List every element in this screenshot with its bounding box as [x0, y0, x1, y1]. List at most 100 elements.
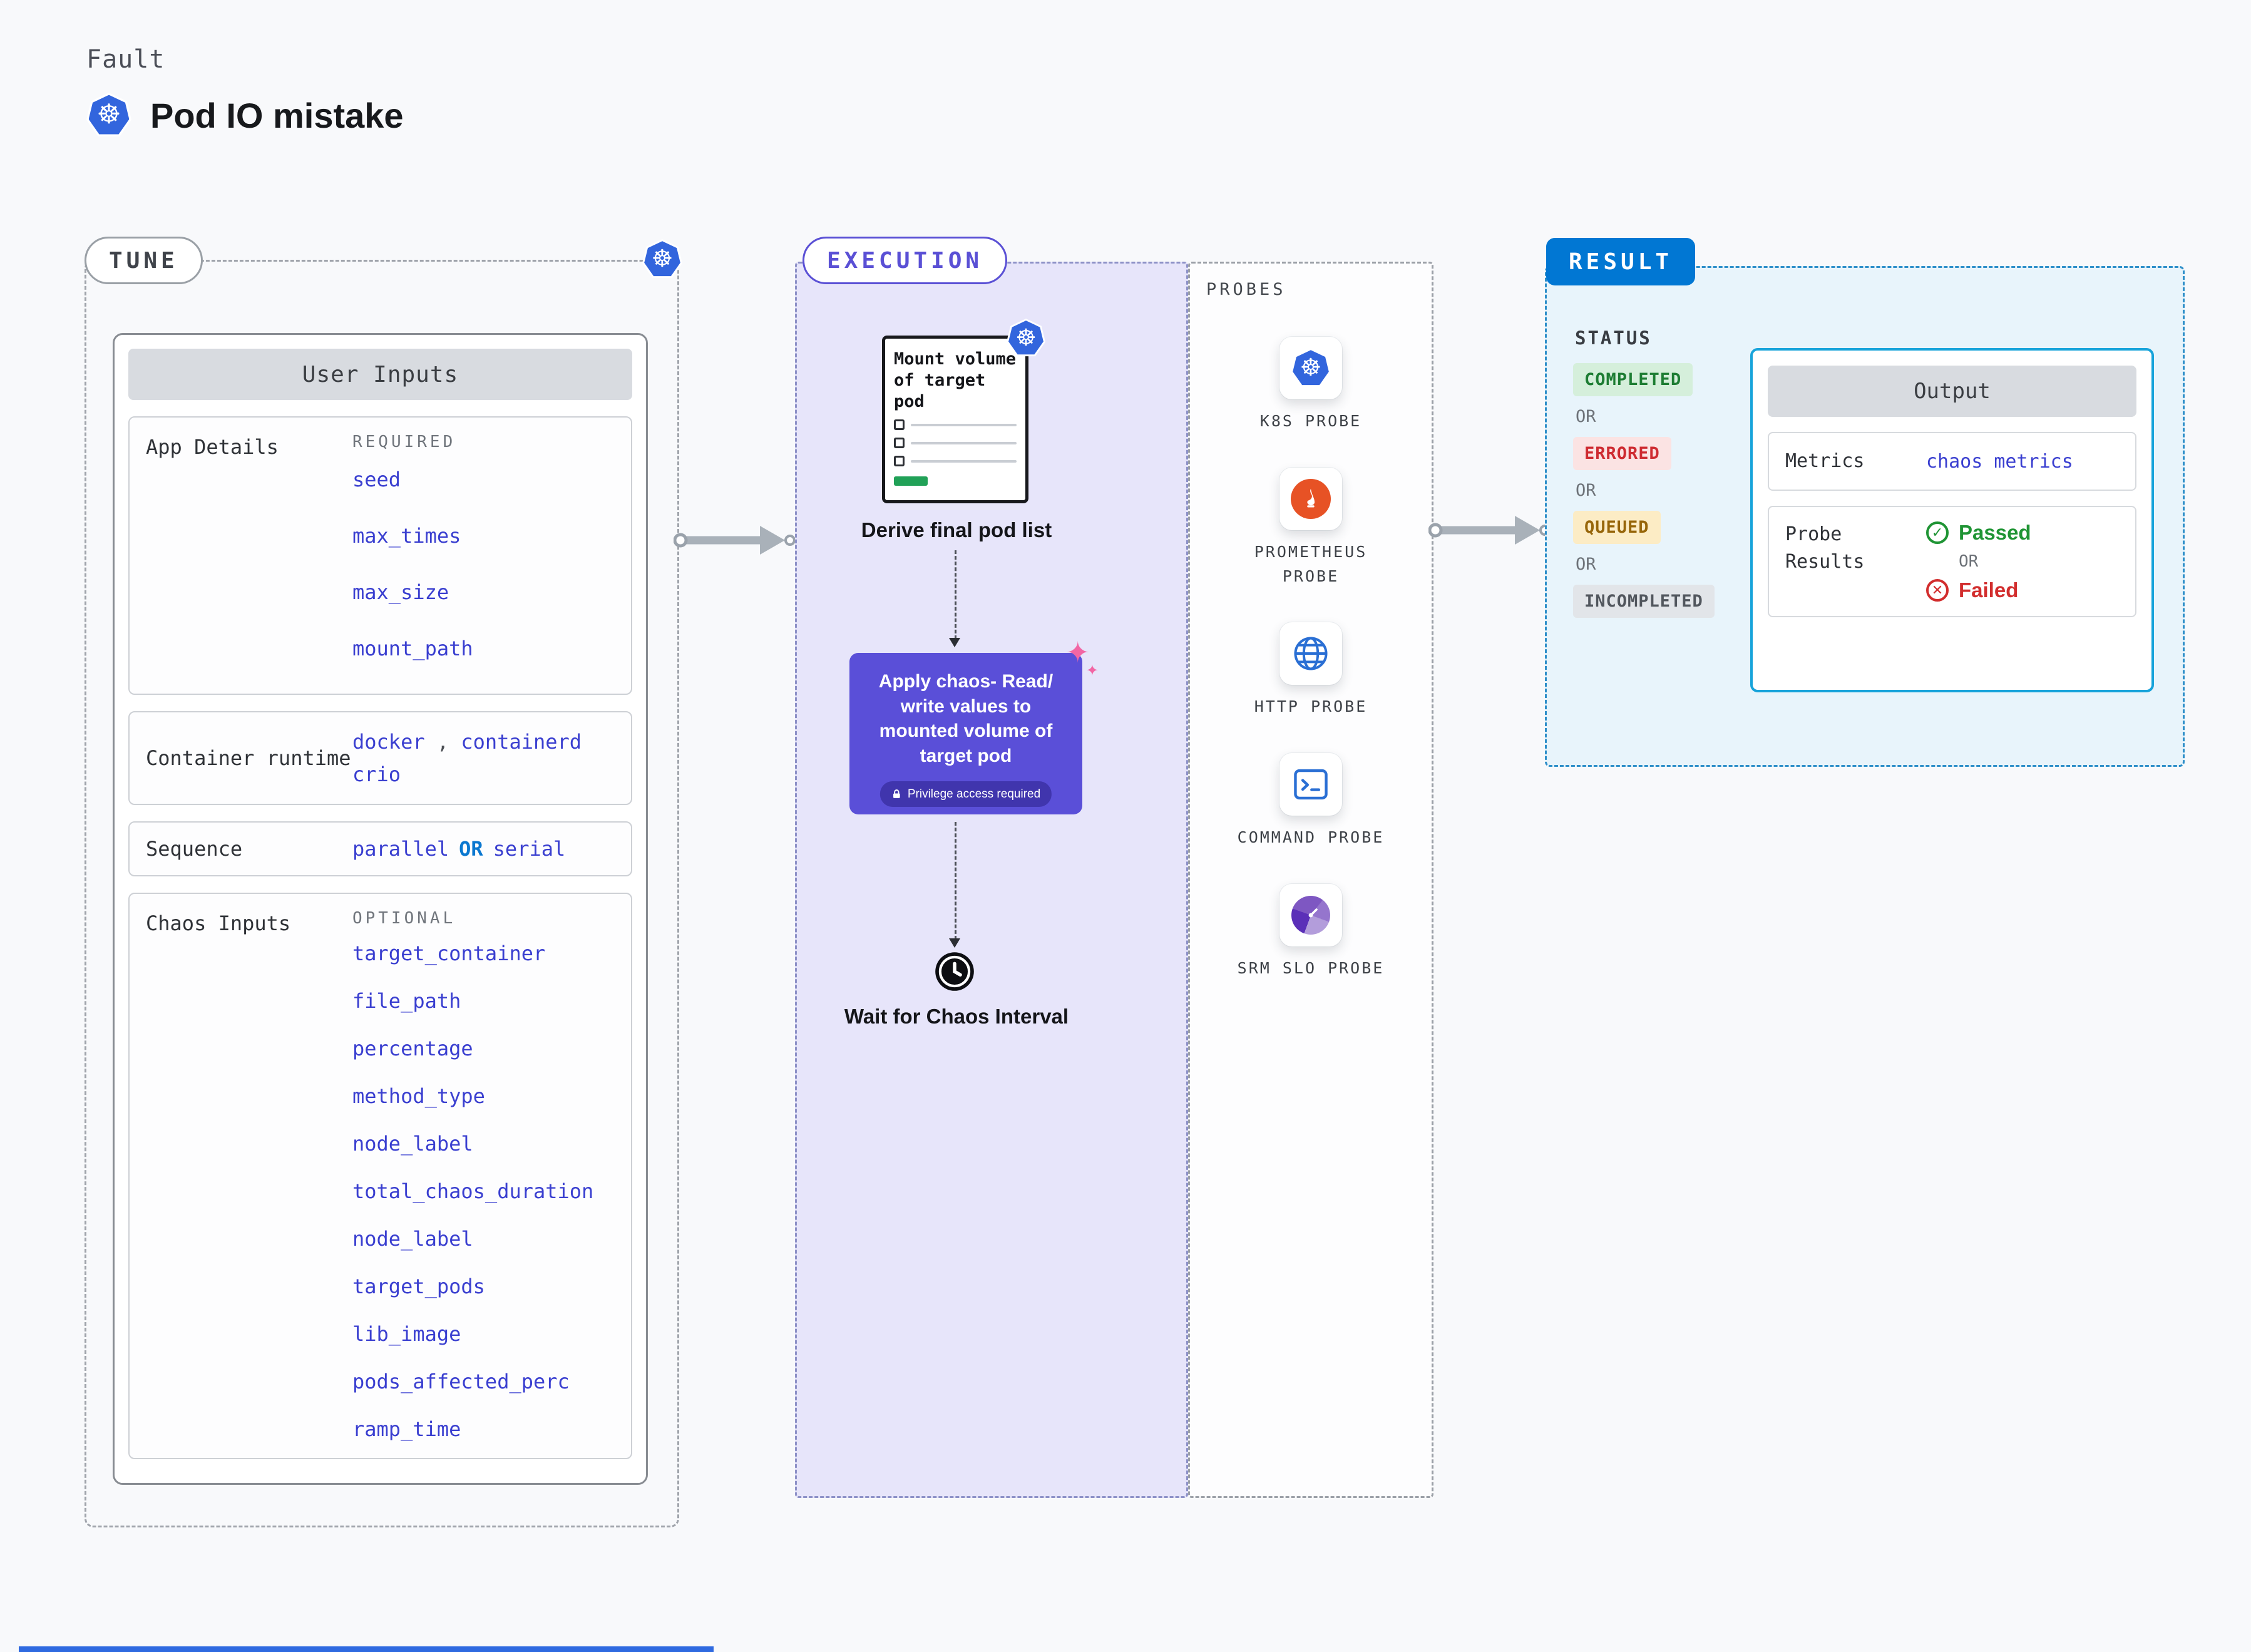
or-text: OR — [1576, 481, 1596, 500]
sequence-serial[interactable]: serial — [493, 837, 566, 861]
sequence-panel: Sequence parallel OR serial — [128, 821, 632, 876]
kubernetes-icon: ☸ — [86, 93, 131, 138]
container-runtime-panel: Container runtime docker , containerd cr… — [128, 711, 632, 805]
probes-panel: PROBES ☸ K8S PROBE PROMETHEUS PROBE — [1188, 262, 1433, 1498]
param-link-max-size[interactable]: max_size — [352, 580, 449, 604]
x-circle-icon: ✕ — [1926, 579, 1949, 602]
wait-chaos-interval-label: Wait for Chaos Interval — [844, 1005, 1069, 1028]
param-link-node-label[interactable]: node_label — [352, 1132, 473, 1156]
checklist-row — [894, 438, 1017, 449]
apply-chaos-card: Apply chaos- Read/ write values to mount… — [849, 638, 1099, 814]
probe-label: SRM SLO PROBE — [1237, 958, 1385, 977]
metrics-label: Metrics — [1785, 450, 1865, 473]
globe-icon — [1279, 622, 1342, 685]
user-inputs-card: User Inputs App Details REQUIRED seed ma… — [113, 333, 648, 1485]
clock-icon — [935, 952, 974, 991]
status-badge-queued: QUEUED — [1573, 511, 1661, 544]
param-link-lib-image[interactable]: lib_image — [352, 1322, 461, 1346]
or-text: OR — [1576, 407, 1596, 426]
optional-tag: OPTIONAL — [352, 909, 456, 928]
chaos-inputs-label: Chaos Inputs — [146, 911, 291, 935]
probe-label: K8S PROBE — [1259, 412, 1362, 430]
param-link-max-times[interactable]: max_times — [352, 524, 461, 548]
probe-item-command: COMMAND PROBE — [1238, 753, 1385, 850]
probe-item-http: HTTP PROBE — [1254, 622, 1368, 719]
probe-result-failed: ✕ Failed — [1926, 578, 2031, 602]
check-circle-icon: ✓ — [1926, 521, 1949, 544]
status-list: COMPLETED OR ERRORED OR QUEUED OR INCOMP… — [1573, 363, 1715, 618]
tune-section — [85, 260, 679, 1527]
result-badge: RESULT — [1546, 238, 1696, 285]
param-link-seed[interactable]: seed — [352, 468, 401, 491]
terminal-icon — [1279, 753, 1342, 816]
mount-volume-note: Mount volume of target pod ☸ — [882, 319, 1045, 503]
status-badge-completed: COMPLETED — [1573, 363, 1693, 396]
status-label: STATUS — [1575, 327, 1652, 349]
sequence-or: OR — [459, 837, 483, 861]
probe-result-passed: ✓ Passed — [1926, 521, 2031, 545]
metrics-row: Metrics chaos metrics — [1768, 432, 2136, 491]
probes-label: PROBES — [1206, 280, 1286, 299]
chaos-inputs-panel: Chaos Inputs OPTIONAL target_container f… — [128, 893, 632, 1459]
status-badge-incompleted: INCOMPLETED — [1573, 585, 1715, 618]
derive-pod-list-label: Derive final pod list — [861, 518, 1052, 541]
status-badge-errored: ERRORED — [1573, 437, 1671, 470]
output-card: Output Metrics chaos metrics Probe Resul… — [1750, 348, 2154, 692]
runtime-docker[interactable]: docker — [352, 730, 425, 754]
checklist-row — [894, 456, 1017, 467]
mount-volume-text: Mount volume of target pod — [894, 349, 1017, 411]
progress-bar — [894, 476, 928, 486]
prometheus-probe-icon — [1279, 467, 1342, 530]
param-link-target-pods[interactable]: target_pods — [352, 1275, 485, 1298]
flow-arrow-execution-to-result — [1428, 516, 1551, 545]
param-link-mount-path[interactable]: mount_path — [352, 637, 473, 660]
chaos-metrics-link[interactable]: chaos metrics — [1926, 450, 2073, 473]
sequence-label: Sequence — [146, 836, 243, 861]
checkbox-icon — [894, 438, 905, 449]
result-section: STATUS COMPLETED OR ERRORED OR QUEUED OR… — [1545, 266, 2185, 767]
param-link-node-label-2[interactable]: node_label — [352, 1227, 473, 1251]
probe-results-label: Probe Results — [1785, 523, 1865, 573]
param-link-file-path[interactable]: file_path — [352, 989, 461, 1013]
runtime-crio[interactable]: crio — [352, 762, 401, 786]
execution-section: Mount volume of target pod ☸ Derive fina… — [795, 262, 1188, 1498]
flow-arrow-tune-to-execution — [674, 526, 796, 555]
param-link-pods-affected-perc[interactable]: pods_affected_perc — [352, 1370, 570, 1393]
param-link-target-container[interactable]: target_container — [352, 941, 546, 965]
arrow-down-icon — [949, 638, 960, 647]
page-header: ☸ Pod IO mistake — [86, 93, 404, 138]
kubernetes-icon: ☸ — [642, 239, 682, 279]
sparkle-icon: ✦ — [1085, 662, 1099, 679]
execution-badge: EXECUTION — [802, 237, 1008, 284]
probe-item-prometheus: PROMETHEUS PROBE — [1233, 467, 1389, 589]
or-text: OR — [1576, 555, 1596, 574]
output-title: Output — [1768, 366, 2136, 417]
checkbox-icon — [894, 419, 905, 431]
checklist-row — [894, 419, 1017, 431]
probe-label: PROMETHEUS PROBE — [1254, 542, 1368, 585]
param-link-ramp-time[interactable]: ramp_time — [352, 1417, 461, 1441]
app-details-panel: App Details REQUIRED seed max_times max_… — [128, 416, 632, 695]
probe-label: COMMAND PROBE — [1237, 828, 1385, 846]
container-runtime-label: Container runtime — [146, 746, 351, 770]
required-tag: REQUIRED — [352, 433, 456, 451]
probe-item-k8s: ☸ K8S PROBE — [1260, 337, 1361, 434]
privilege-badge: Privilege access required — [879, 781, 1052, 807]
k8s-probe-icon: ☸ — [1279, 337, 1342, 399]
param-link-method-type[interactable]: method_type — [352, 1084, 485, 1108]
runtime-containerd[interactable]: containerd — [461, 730, 582, 754]
param-link-total-chaos-duration[interactable]: total_chaos_duration — [352, 1179, 594, 1203]
param-link-percentage[interactable]: percentage — [352, 1037, 473, 1060]
apply-chaos-text: Apply chaos- Read/ write values to mount… — [878, 671, 1054, 766]
arrow-down-icon — [949, 938, 960, 948]
fault-eyebrow: Fault — [86, 45, 165, 74]
comma-separator: , — [436, 730, 449, 754]
sequence-parallel[interactable]: parallel — [352, 837, 449, 861]
or-text: OR — [1959, 552, 1979, 571]
bottom-accent-bar — [19, 1646, 714, 1652]
sparkle-icon: ✦ — [1065, 635, 1090, 669]
probe-label: HTTP PROBE — [1254, 697, 1368, 716]
checkbox-icon — [894, 456, 905, 467]
page-title: Pod IO mistake — [150, 95, 404, 135]
gauge-icon — [1279, 883, 1342, 947]
